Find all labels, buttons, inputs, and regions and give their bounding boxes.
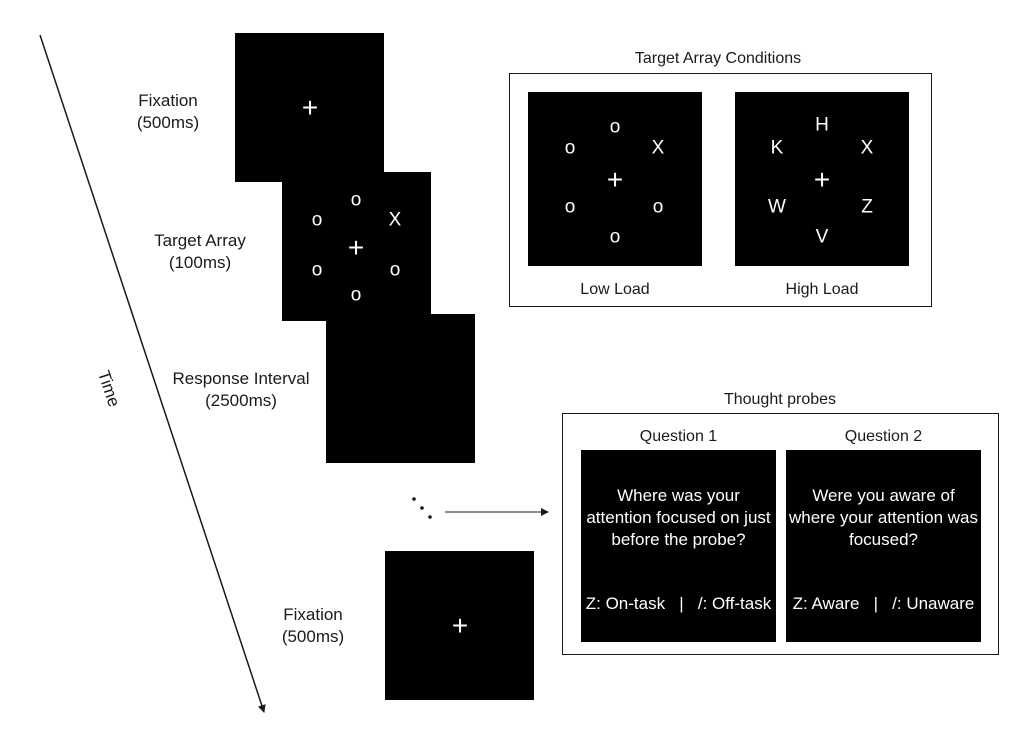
low-load-caption: Low Load xyxy=(580,281,650,298)
fixation-cross: + xyxy=(451,610,469,641)
fixation-cross: + xyxy=(301,92,319,123)
low-load-screen: o o X + o o o xyxy=(528,92,702,266)
letter-lower-left: o xyxy=(564,196,576,218)
question1-options: Z: On-task | /: Off-task xyxy=(585,594,772,613)
step-duration: (100ms) xyxy=(168,253,232,272)
probes-panel: Question 1 Where was your attention focu… xyxy=(562,413,999,655)
fixation-cross: + xyxy=(347,232,365,263)
conditions-panel: o o X + o o o Low Load H K X + W Z V Hig… xyxy=(509,73,932,307)
letter-lower-right: o xyxy=(652,196,664,218)
fixation-cross: + xyxy=(813,164,831,195)
step-name: Response Interval xyxy=(172,369,310,388)
conditions-title: Target Array Conditions xyxy=(634,50,802,67)
letter-bottom: V xyxy=(815,226,829,248)
question-line: Where was your xyxy=(617,486,740,505)
probes-title: Thought probes xyxy=(723,391,837,408)
step-target-array-label: Target Array (100ms) xyxy=(138,230,262,274)
step-fixation-label: Fixation (500ms) xyxy=(108,90,228,134)
letter-lower-left: W xyxy=(768,196,786,218)
step-duration: (500ms) xyxy=(136,113,200,132)
step-name: Fixation xyxy=(138,91,198,110)
step-duration: (500ms) xyxy=(281,627,345,646)
high-load-screen: H K X + W Z V xyxy=(735,92,909,266)
letter-top: o xyxy=(609,116,621,138)
step-name: Fixation xyxy=(283,605,343,624)
letter-upper-left: K xyxy=(770,137,784,159)
letter-upper-right: X xyxy=(388,209,402,231)
letter-top: o xyxy=(350,189,362,211)
step-response-label: Response Interval (2500ms) xyxy=(162,368,320,412)
fixation-cross: + xyxy=(606,164,624,195)
letter-lower-right: o xyxy=(389,259,401,281)
letter-upper-right: X xyxy=(860,137,874,159)
fixation-screen: + xyxy=(235,33,384,182)
time-arrow xyxy=(39,34,266,713)
letter-lower-right: Z xyxy=(861,196,873,218)
dots-icon xyxy=(412,497,432,519)
question1-text: Where was your attention focused on just… xyxy=(581,485,776,551)
letter-upper-right: X xyxy=(651,137,665,159)
question2-heading: Question 2 xyxy=(844,428,923,445)
question-line: attention focused on just xyxy=(586,508,771,527)
question1-heading: Question 1 xyxy=(639,428,718,445)
letter-bottom: o xyxy=(350,284,362,306)
question2-options: Z: Aware | /: Unaware xyxy=(792,594,975,613)
response-screen xyxy=(326,314,475,463)
step-name: Target Array xyxy=(154,231,246,250)
step-fixation2-label: Fixation (500ms) xyxy=(253,604,373,648)
question2-screen: Were you aware of where your attention w… xyxy=(786,450,981,642)
fixation-screen-final: + xyxy=(385,551,534,700)
step-duration: (2500ms) xyxy=(205,391,277,410)
question-line: before the probe? xyxy=(611,530,746,549)
continuation-dots xyxy=(408,494,438,524)
question-line: focused? xyxy=(849,530,918,549)
target-array-screen: o o X + o o o xyxy=(282,172,431,321)
letter-lower-left: o xyxy=(311,259,323,281)
question2-text: Were you aware of where your attention w… xyxy=(786,485,981,551)
question1-screen: Where was your attention focused on just… xyxy=(581,450,776,642)
letter-upper-left: o xyxy=(311,209,323,231)
question-line: where your attention was xyxy=(789,508,978,527)
letter-bottom: o xyxy=(609,226,621,248)
letter-top: H xyxy=(815,114,829,136)
letter-upper-left: o xyxy=(564,137,576,159)
question-line: Were you aware of xyxy=(812,486,955,505)
high-load-caption: High Load xyxy=(785,281,859,298)
